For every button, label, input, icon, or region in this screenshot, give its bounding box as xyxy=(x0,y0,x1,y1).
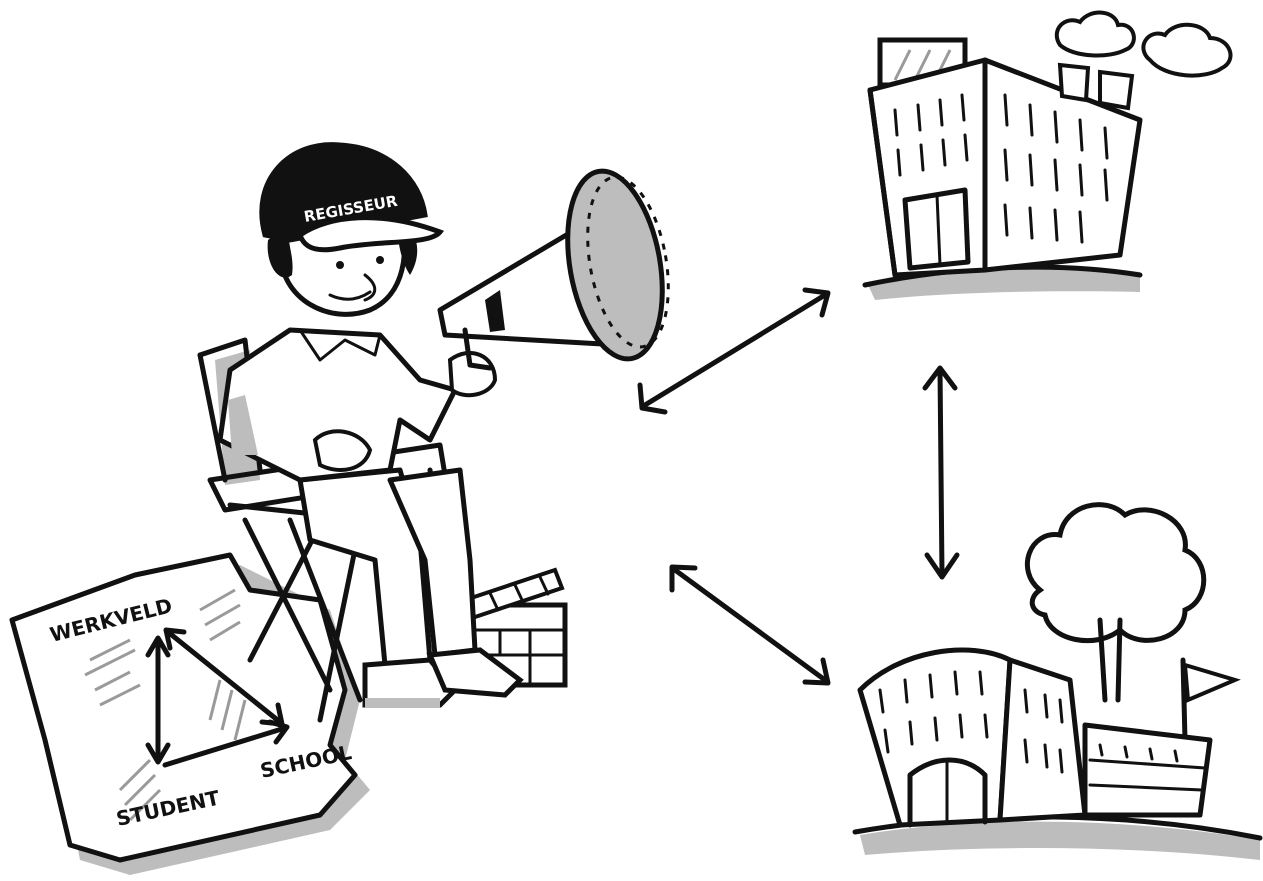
map-paper: WERKVELD STUDENT SCHOOL xyxy=(12,555,370,875)
school-building xyxy=(855,505,1260,860)
factory-building xyxy=(865,13,1231,300)
arrow-director-factory xyxy=(640,290,828,412)
megaphone xyxy=(440,164,680,368)
arrow-director-school xyxy=(672,567,828,683)
tree-crown xyxy=(1027,505,1203,641)
cloud-right xyxy=(1143,25,1230,76)
arrow-factory-school xyxy=(925,368,957,577)
cloud-left xyxy=(1057,13,1134,56)
